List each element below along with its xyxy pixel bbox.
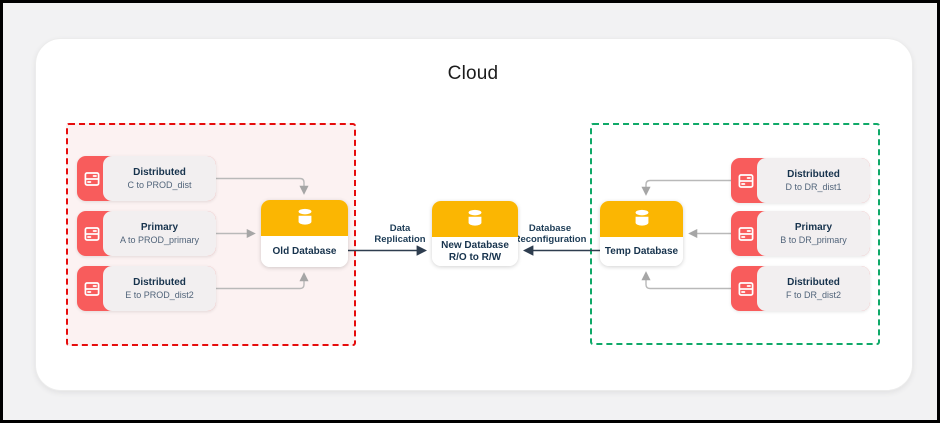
server-icon — [731, 266, 760, 311]
node-title: Distributed — [787, 169, 840, 180]
server-icon — [77, 211, 106, 256]
node-distributed-f: Distributed F to DR_dist2 — [731, 266, 870, 311]
diagram-background: Cloud — [3, 3, 937, 420]
database-icon — [261, 200, 348, 236]
node-body: Distributed F to DR_dist2 — [757, 266, 870, 311]
node-body: Distributed D to DR_dist1 — [757, 158, 870, 203]
node-title: Distributed — [133, 167, 186, 178]
data-replication-label: Data Replication — [355, 223, 445, 245]
database-label-area: Old Database — [261, 236, 348, 267]
database-icon — [600, 201, 683, 237]
node-temp-database: Temp Database — [600, 201, 683, 266]
node-title: Distributed — [133, 277, 186, 288]
node-distributed-d: Distributed D to DR_dist1 — [731, 158, 870, 203]
node-body: Primary B to DR_primary — [757, 211, 870, 256]
node-subtitle: F to DR_dist2 — [785, 290, 842, 300]
node-subtitle: A to PROD_primary — [119, 235, 200, 245]
database-label: Old Database — [272, 245, 337, 257]
node-subtitle: B to DR_primary — [780, 235, 847, 245]
database-label-area: New Database R/O to R/W — [432, 237, 518, 266]
label-line: Data — [389, 223, 411, 234]
node-new-database: New Database R/O to R/W — [432, 201, 518, 266]
database-label: Temp Database — [604, 245, 679, 257]
node-body: Distributed E to PROD_dist2 — [103, 266, 216, 311]
label-line: Replication — [374, 234, 426, 245]
server-icon — [731, 158, 760, 203]
node-body: Distributed C to PROD_dist — [103, 156, 216, 201]
node-title: Primary — [140, 222, 179, 233]
database-label-area: Temp Database — [600, 237, 683, 266]
node-primary-b: Primary B to DR_primary — [731, 211, 870, 256]
node-primary-a: Primary A to PROD_primary — [77, 211, 216, 256]
node-subtitle: C to PROD_dist — [127, 180, 192, 190]
node-body: Primary A to PROD_primary — [103, 211, 216, 256]
server-icon — [77, 266, 106, 311]
database-label-line1: New Database — [441, 239, 509, 251]
node-distributed-e: Distributed E to PROD_dist2 — [77, 266, 216, 311]
node-distributed-c: Distributed C to PROD_dist — [77, 156, 216, 201]
label-line: Database — [528, 223, 572, 234]
node-old-database: Old Database — [261, 200, 348, 267]
database-reconfiguration-label: Database Reconfiguration — [502, 223, 598, 245]
node-subtitle: E to PROD_dist2 — [125, 290, 194, 300]
cloud-title: Cloud — [447, 63, 499, 84]
node-title: Distributed — [787, 277, 840, 288]
node-subtitle: D to DR_dist1 — [785, 182, 842, 192]
database-label-line2: R/O to R/W — [448, 251, 502, 263]
database-icon — [432, 201, 518, 237]
server-icon — [731, 211, 760, 256]
label-line: Reconfiguration — [513, 234, 587, 245]
dr-dashed-zone — [590, 123, 880, 345]
server-icon — [77, 156, 106, 201]
node-title: Primary — [794, 222, 833, 233]
